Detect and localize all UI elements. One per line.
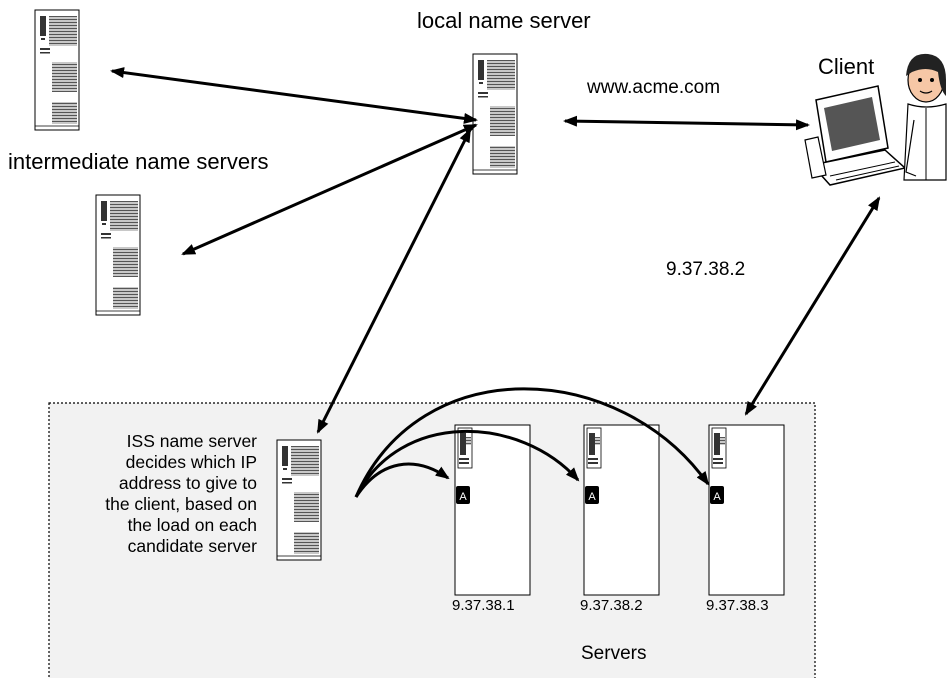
dispatch-arrows	[354, 387, 710, 498]
arrow-local-intermediate-2	[181, 123, 478, 256]
dispatch-arrow-server1	[354, 462, 450, 498]
server-3-ip: 9.37.38.3	[706, 597, 769, 614]
server-1-badge: A	[456, 486, 470, 504]
iss-description-line: address to give to	[118, 473, 257, 493]
intermediate-name-servers-label: intermediate name servers	[8, 149, 269, 174]
intermediate-name-server-1-icon	[34, 9, 80, 131]
iss-description-line: the client, based on	[105, 494, 257, 514]
local-name-server-label: local name server	[417, 8, 591, 33]
server-1-icon	[454, 424, 531, 596]
iss-description-line: decides which IP	[125, 452, 257, 472]
iss-description-line: candidate server	[127, 536, 257, 556]
arrow-local-iss	[316, 128, 472, 434]
server-1-ip: 9.37.38.1	[452, 597, 515, 614]
servers-panel	[48, 402, 816, 678]
iss-description-line: the load on each	[127, 515, 257, 535]
server-2-ip: 9.37.38.2	[580, 597, 643, 614]
servers-group-label: Servers	[581, 643, 647, 664]
server-2-badge-text: A	[588, 491, 596, 503]
server-3-icon	[708, 424, 785, 596]
url-label: www.acme.com	[587, 77, 721, 98]
server-2-badge: A	[585, 486, 599, 504]
server-2-icon	[583, 424, 660, 596]
arrow-local-client	[563, 115, 810, 131]
network-arrows	[110, 67, 881, 434]
iss-name-server-icon	[276, 439, 322, 561]
server-1-badge-text: A	[459, 491, 467, 503]
dispatch-arrow-server2	[354, 430, 580, 498]
client-person-icon	[903, 53, 947, 181]
client-label: Client	[818, 54, 875, 79]
server-3-badge-text: A	[713, 491, 721, 503]
arrow-client-server3	[744, 196, 881, 416]
client-computer-icon	[804, 85, 907, 186]
dispatch-arrow-server3	[354, 387, 710, 498]
local-name-server-icon	[472, 53, 518, 175]
iss-description: ISS name server decides which IP address…	[105, 431, 257, 557]
returned-ip-label: 9.37.38.2	[666, 259, 746, 280]
server-3-badge: A	[710, 486, 724, 504]
arrow-local-intermediate-1	[110, 67, 478, 124]
iss-description-line: ISS name server	[126, 431, 257, 451]
intermediate-name-server-2-icon	[95, 194, 141, 316]
